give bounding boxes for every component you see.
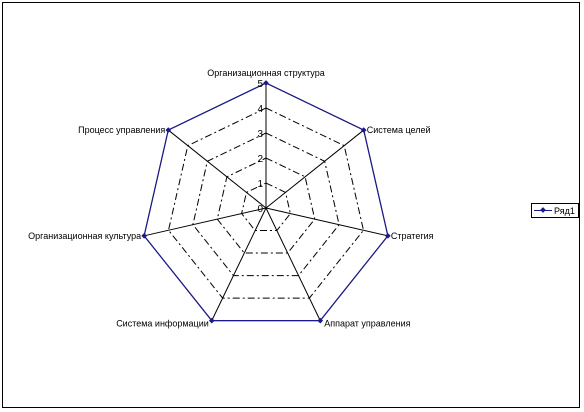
tick-label: 2 [257,154,263,165]
grid-ring-2 [216,157,316,254]
category-label: Система информации [116,319,209,329]
axis-spoke [265,207,388,237]
radar-spokes [144,83,388,321]
radial-tick-labels: 0 1 2 3 4 5 [257,79,263,215]
data-point [141,232,147,239]
category-label: Аппарат управления [324,319,410,329]
grid-ring-1 [241,182,291,232]
series-line [143,82,389,322]
category-label: Процесс управления [78,125,165,135]
tick-label: 4 [257,104,263,115]
category-label: Организационная культура [28,231,141,241]
legend-swatch [534,204,552,217]
legend: Ряд1 [531,203,579,218]
category-label: Стратегия [391,231,434,241]
category-label: Система целей [367,125,431,135]
data-point [385,232,391,239]
legend-label: Ряд1 [554,205,575,216]
axis-spoke [265,207,321,321]
axis-spoke [265,129,365,209]
data-point [208,317,215,324]
data-point [263,80,269,86]
tick-label: 0 [257,204,263,215]
category-label: Организационная структура [207,68,324,78]
data-point [165,127,172,133]
grid-ring-4 [167,107,365,299]
axis-spoke [211,207,267,321]
grid-ring-3 [192,132,340,277]
data-point [360,127,367,133]
radar-series [141,80,391,324]
axis-spoke [144,207,267,237]
tick-label: 5 [257,79,263,90]
tick-label: 3 [257,129,263,140]
data-point [317,317,324,324]
tick-label: 1 [257,179,263,190]
axis-spoke [167,129,267,209]
radar-chart: 0 1 2 3 4 5 Организационная структураСистема … [28,68,433,329]
